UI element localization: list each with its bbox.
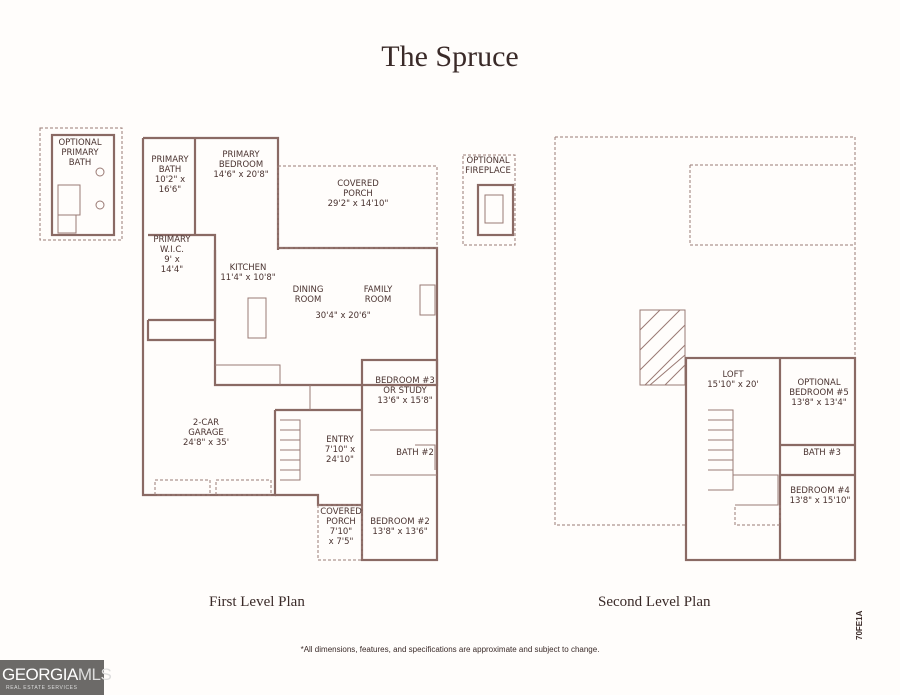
room-label: BEDROOM #5	[789, 388, 849, 398]
room-label: BEDROOM #4	[790, 486, 850, 496]
optional-fireplace-inset	[462, 154, 516, 246]
room-label: PORCH	[326, 517, 356, 527]
room-label: BATH #3	[803, 448, 841, 458]
room-label: COVERED	[337, 179, 379, 189]
room-label: 24'8" x 35'	[183, 438, 229, 448]
room-label: PRIMARY	[151, 155, 189, 165]
room-label: BATH	[159, 165, 182, 175]
room-label: 7'10"	[330, 527, 353, 537]
room-label: FAMILY	[364, 285, 393, 295]
room-label: 13'6" x 15'8"	[377, 396, 432, 406]
room-label: KITCHEN	[230, 263, 267, 273]
room-label: PRIMARY	[61, 148, 99, 158]
room-label: OPTIONAL	[466, 156, 509, 166]
room-label: BATH	[69, 158, 92, 168]
room-label: 14'6" x 20'8"	[213, 170, 268, 180]
room-label: LOFT	[722, 370, 744, 380]
room-label: BATH #2	[396, 448, 434, 458]
disclaimer: *All dimensions, features, and specifica…	[300, 645, 600, 654]
room-label: 2-CAR	[193, 418, 219, 428]
room-label: COVERED	[320, 507, 362, 517]
room-label: 24'10"	[326, 455, 354, 465]
room-label: W.I.C.	[160, 245, 184, 255]
room-label: GARAGE	[188, 428, 224, 438]
room-label: 16'6"	[159, 185, 182, 195]
plan-title: The Spruce	[381, 40, 519, 73]
room-label: 13'8" x 15'10"	[790, 496, 851, 506]
room-label: BEDROOM #3	[375, 376, 435, 386]
first-level-caption: First Level Plan	[209, 594, 305, 610]
first-level-walls	[141, 136, 439, 562]
room-label: BEDROOM	[219, 160, 263, 170]
room-label: PRIMARY	[153, 235, 191, 245]
room-label: 10'2" x	[155, 175, 185, 185]
logo-subtext: REAL ESTATE SERVICES	[6, 685, 78, 691]
room-label: PRIMARY	[222, 150, 260, 160]
room-label: 9' x	[164, 255, 179, 265]
room-label: BEDROOM #2	[370, 517, 430, 527]
room-label: 11'4" x 10'8"	[220, 273, 275, 283]
room-label: ROOM	[295, 295, 322, 305]
second-level-walls	[554, 136, 857, 562]
room-label: ROOM	[365, 295, 392, 305]
room-label: 14'4"	[161, 265, 184, 275]
room-label: 15'10" x 20'	[707, 380, 758, 390]
room-label: 7'10" x	[325, 445, 355, 455]
room-label: DINING	[293, 285, 324, 295]
room-label: PORCH	[343, 189, 373, 199]
room-label: x 7'5"	[329, 537, 354, 547]
room-label: 29'2" x 14'10"	[328, 199, 389, 209]
room-label: 13'8" x 13'4"	[791, 398, 846, 408]
logo-text: GEORGIAMLS	[2, 665, 112, 684]
room-label: OPTIONAL	[58, 138, 101, 148]
room-label: 13'8" x 13'6"	[372, 527, 427, 537]
georgia-mls-logo: GEORGIAMLS REAL ESTATE SERVICES	[0, 660, 112, 695]
room-label: FIREPLACE	[465, 166, 511, 176]
plan-code: 70FE1A	[855, 610, 864, 640]
room-label: 30'4" x 20'6"	[315, 311, 370, 321]
second-level-caption: Second Level Plan	[598, 594, 711, 610]
optional-primary-bath-inset	[39, 127, 123, 241]
room-label: OPTIONAL	[797, 378, 840, 388]
room-label: OR STUDY	[383, 386, 427, 396]
room-label: ENTRY	[326, 435, 354, 445]
